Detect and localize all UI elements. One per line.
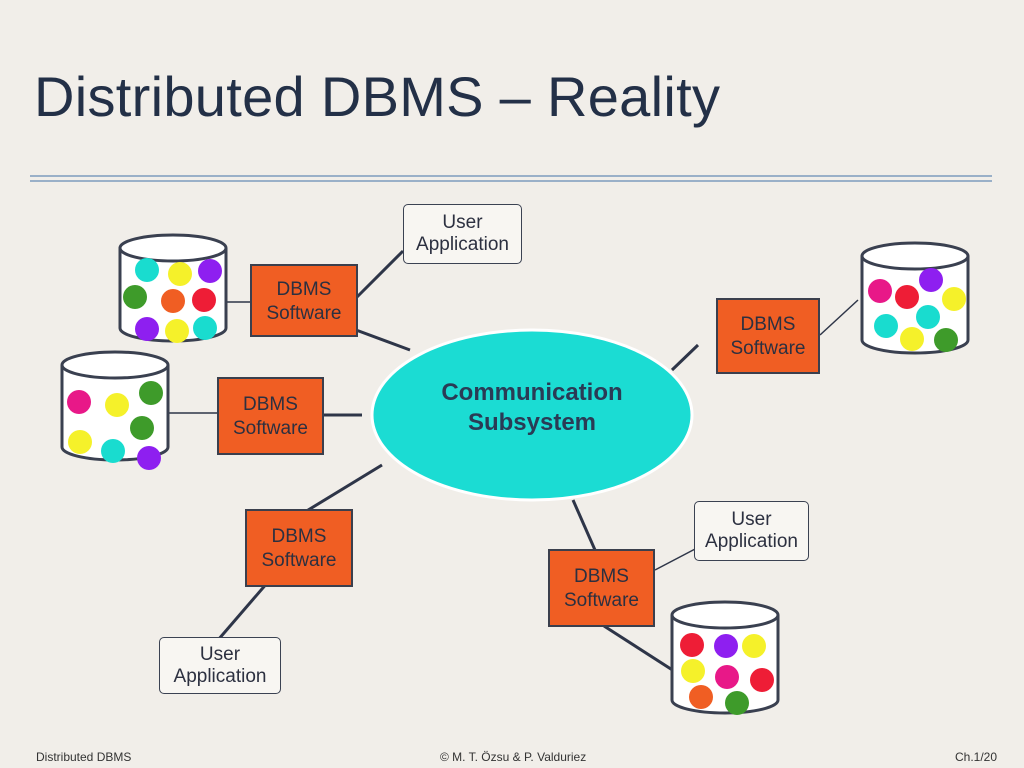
footer-left: Distributed DBMS [36,750,132,764]
title-rule-bottom [30,180,992,182]
database-cylinder-1 [118,233,228,343]
dbms-software-box-3: DBMS Software [217,377,324,455]
line-dbms4-db4 [819,299,859,336]
communication-ellipse [370,328,694,502]
line-dbms4-comm [670,343,700,372]
connector-thin-lines [168,299,859,571]
database-cylinder-3 [860,241,970,355]
user-application-box-2: User Application [694,501,809,561]
line-ua1-dbms1 [354,249,405,300]
user-application-box-1: User Application [403,204,522,264]
dbms-software-box-4: DBMS Software [245,509,353,587]
footer-center: © M. T. Özsu & P. Valduriez [440,750,587,764]
line-dbms1-comm [355,328,411,352]
footer-page-number: Ch.1/20 [955,750,998,764]
title-rule-top [30,175,992,177]
line-comm-dbms5 [571,499,597,551]
database-cylinder-4 [670,600,780,715]
user-application-box-3: User Application [159,637,281,694]
line-dbms3-comm [299,463,383,517]
dbms-software-box-2: DBMS Software [716,298,820,374]
database-cylinder-2 [60,350,170,470]
line-dbms5-ua2 [654,547,698,571]
dbms-software-box-1: DBMS Software [250,264,358,337]
communication-subsystem-label: Communication Subsystem [441,379,623,436]
dbms-software-box-5: DBMS Software [548,549,655,627]
line-dbms3-ua3 [216,581,270,641]
slide-title: Distributed DBMS – Reality [34,65,721,128]
